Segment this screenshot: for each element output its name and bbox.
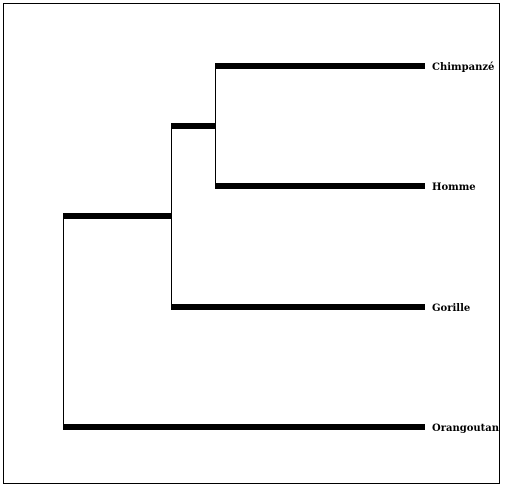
diagram-frame (3, 3, 500, 484)
branch-gorille (171, 304, 425, 310)
branch-homininae (63, 213, 171, 219)
leaf-label-gorille: Gorille (432, 303, 470, 314)
branch-homme (215, 183, 425, 189)
branch-orangoutan (63, 424, 425, 430)
leaf-label-orangoutan: Orangoutan (432, 423, 500, 434)
branch-chimp-homme (171, 123, 216, 129)
leaf-label-chimpanze: Chimpanzé (432, 62, 494, 73)
leaf-label-homme: Homme (432, 182, 476, 193)
branch-chimpanze (215, 63, 425, 69)
